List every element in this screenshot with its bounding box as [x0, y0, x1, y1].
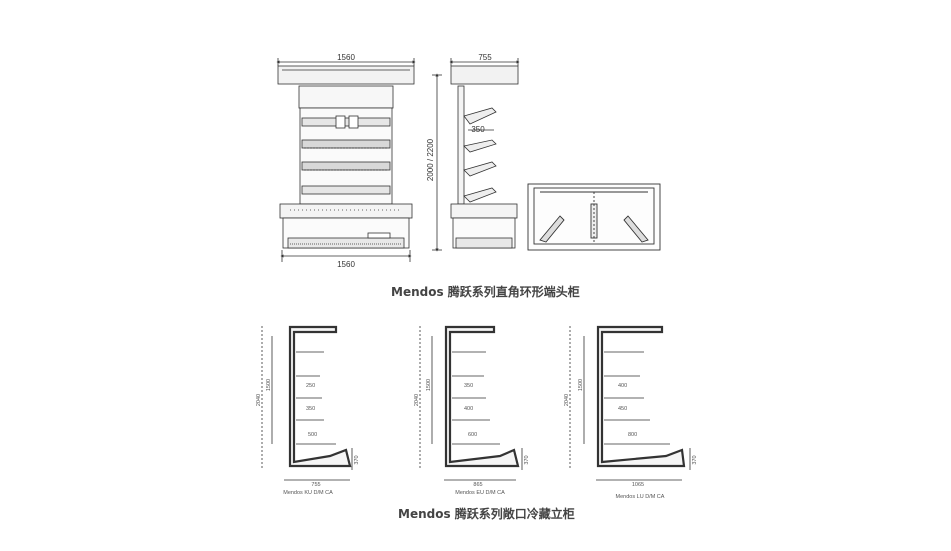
section-ludm — [569, 325, 691, 481]
eudm-shelf-1: 350 — [464, 383, 473, 389]
eudm-base: 370 — [524, 455, 530, 464]
ludm-shelf-1: 400 — [618, 383, 627, 389]
kudm-shelf-1: 250 — [306, 383, 315, 389]
kudm-inner-h: 1500 — [266, 379, 272, 391]
side-view — [449, 58, 520, 249]
eudm-shelf-2: 400 — [464, 406, 473, 412]
plan-view — [527, 183, 661, 251]
ludm-inner-h: 1500 — [578, 379, 584, 391]
front-view — [276, 58, 442, 262]
front-width-top-label: 1560 — [337, 53, 355, 62]
side-depth-label: 755 — [478, 53, 492, 62]
kudm-shelf-3: 500 — [308, 432, 317, 438]
ludm-depth: 1065 — [632, 482, 644, 488]
ludm-shelf-3: 800 — [628, 432, 637, 438]
front-width-bottom-label: 1560 — [337, 260, 355, 269]
bottom-caption: Mendos 腾跃系列敞口冷藏立柜 — [398, 507, 575, 521]
kudm-base: 370 — [354, 455, 360, 464]
section-kudm — [261, 325, 353, 481]
height-label: 2000 / 2200 — [426, 138, 435, 181]
section-eudm — [419, 325, 523, 481]
ludm-total-h: 2040 — [564, 394, 570, 406]
ludm-base: 370 — [692, 455, 698, 464]
eudm-inner-h: 1500 — [426, 379, 432, 391]
shelf-depth-label: 350 — [471, 125, 485, 134]
kudm-shelf-2: 350 — [306, 406, 315, 412]
kudm-total-h: 2040 — [256, 394, 262, 406]
eudm-shelf-3: 600 — [468, 432, 477, 438]
eudm-name: Mendos EU D/M CA — [455, 490, 505, 496]
eudm-depth: 865 — [473, 482, 482, 488]
ludm-name: Mendos LU D/M CA — [616, 494, 665, 500]
ludm-shelf-2: 450 — [618, 406, 627, 412]
kudm-depth: 755 — [311, 482, 320, 488]
top-caption: Mendos 腾跃系列直角环形端头柜 — [391, 285, 580, 299]
eudm-total-h: 2040 — [414, 394, 420, 406]
kudm-name: Mendos KU D/M CA — [283, 490, 333, 496]
